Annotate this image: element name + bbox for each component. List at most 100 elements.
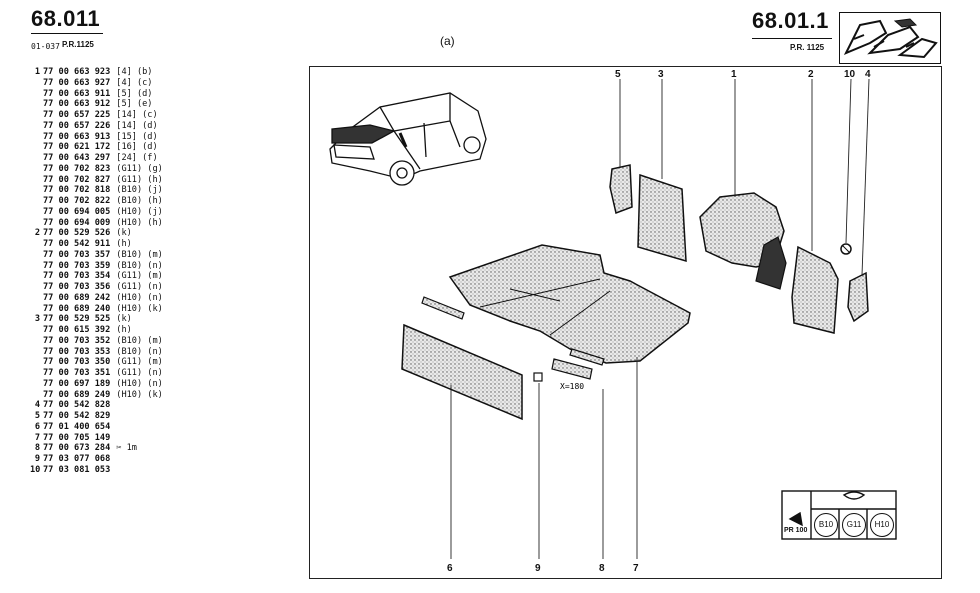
header-ref-right: P.R. 1125 bbox=[790, 43, 825, 52]
callout-9: 9 bbox=[535, 563, 541, 574]
part-number: 9 bbox=[34, 454, 40, 464]
part-code: 77 00 703 356 bbox=[43, 282, 111, 292]
part-number: 4 bbox=[34, 400, 40, 411]
part-attribute: [15] (d) bbox=[116, 131, 158, 142]
part-attribute: [16] (d) bbox=[116, 142, 158, 153]
part-row: 77 00 657 226[14] (d) bbox=[30, 121, 163, 132]
part-attribute: (h) bbox=[116, 239, 132, 249]
part-number: 7 bbox=[34, 432, 40, 443]
part-row: 77 00 702 823(G11) (g) bbox=[30, 164, 163, 175]
callout-5: 5 bbox=[615, 69, 621, 80]
part-row: 77 00 657 225 [14] (c) bbox=[30, 110, 163, 121]
part-code: 77 00 663 923 bbox=[43, 67, 111, 77]
part-code: 77 00 703 359 bbox=[43, 260, 111, 271]
part-code: 77 00 694 009 bbox=[43, 217, 111, 228]
part-row: 77 00 615 392(h) bbox=[30, 325, 163, 336]
part-8-shape bbox=[551, 358, 593, 380]
part-attribute: [24] (f) bbox=[116, 153, 158, 163]
part-row: 77 00 703 352 (B10) (m) bbox=[30, 336, 163, 347]
part-code: 77 03 077 068 bbox=[43, 454, 111, 464]
part-attribute: (G11) (n) bbox=[116, 282, 163, 292]
part-attribute: (H10) (n) bbox=[116, 378, 163, 389]
part-3-shape bbox=[637, 173, 687, 263]
part-row: 77 00 663 927[4] (c) bbox=[30, 78, 163, 89]
part-attribute: (G11) (n) bbox=[116, 368, 163, 378]
part-number: 10 bbox=[30, 464, 41, 475]
part-code: 77 01 400 654 bbox=[43, 421, 111, 432]
part-number: 2 bbox=[34, 228, 40, 239]
part-attribute: (H10) (h) bbox=[116, 217, 163, 228]
part-row: 77 00 663 913[15] (d) bbox=[30, 132, 163, 143]
part-attribute: (H10) (j) bbox=[116, 206, 163, 217]
part-attribute: (H10) (n) bbox=[116, 292, 163, 303]
part-code: 77 00 702 818 bbox=[43, 185, 111, 196]
part-code: 77 00 702 822 bbox=[43, 196, 111, 206]
part-code: 77 00 615 392 bbox=[43, 325, 111, 335]
part-10-clip bbox=[840, 243, 852, 255]
version-b10: B10 bbox=[814, 513, 838, 537]
floor-insulation-thumbnail-icon bbox=[839, 12, 941, 64]
part-row: 77 00 702 827(G11) (h) bbox=[30, 175, 163, 186]
part-5-shape bbox=[609, 164, 633, 215]
part-attribute: (B10) (n) bbox=[116, 260, 163, 271]
part-attribute: (k) bbox=[116, 314, 132, 325]
part-code: 77 00 702 827 bbox=[43, 174, 111, 185]
exploded-diagram: X=180 5 3 1 2 10 bbox=[309, 66, 942, 579]
part-row: 77 00 702 822 (B10) (h) bbox=[30, 196, 163, 207]
part-attribute: ✂ 1m bbox=[116, 443, 137, 454]
part-attribute: (B10) (m) bbox=[116, 249, 163, 260]
part-code: 77 00 703 357 bbox=[43, 249, 111, 260]
part-attribute: (B10) (h) bbox=[116, 196, 163, 206]
part-attribute: (H10) (k) bbox=[116, 303, 163, 314]
part-code: 77 00 703 352 bbox=[43, 335, 111, 346]
part-code: 77 00 542 828 bbox=[43, 400, 111, 411]
part-attribute: (B10) (j) bbox=[116, 185, 163, 196]
part-row: 77 00 703 350(G11) (m) bbox=[30, 357, 163, 368]
part-row: 77 00 703 359 (B10) (n) bbox=[30, 261, 163, 272]
part-attribute: [14] (d) bbox=[116, 120, 158, 131]
callout-2: 2 bbox=[808, 69, 814, 80]
part-code: 77 00 663 927 bbox=[43, 77, 111, 88]
part-attribute: (B10) (m) bbox=[116, 335, 163, 346]
part-code: 77 00 689 249 bbox=[43, 389, 111, 400]
part-code: 77 00 663 911 bbox=[43, 88, 111, 99]
part-code: 77 00 702 823 bbox=[43, 163, 111, 174]
part-code: 77 00 643 297 bbox=[43, 153, 111, 163]
part-row: 77 00 702 818 (B10) (j) bbox=[30, 185, 163, 196]
header-rule-right bbox=[752, 38, 832, 39]
part-2-shape bbox=[791, 245, 839, 334]
version-g11: G11 bbox=[842, 513, 866, 537]
part-row: 77 00 703 357 (B10) (m) bbox=[30, 250, 163, 261]
part-row: 77 00 697 189 (H10) (n) bbox=[30, 379, 163, 390]
part-number: 3 bbox=[34, 314, 40, 325]
floor-panel-shape bbox=[448, 244, 691, 364]
callout-1: 1 bbox=[731, 69, 737, 80]
part-attribute: [14] (c) bbox=[116, 110, 158, 120]
part-code: 77 00 657 225 bbox=[43, 110, 111, 120]
part-code: 77 00 703 353 bbox=[43, 346, 111, 357]
part-row: 77 00 703 356 (G11) (n) bbox=[30, 282, 163, 293]
part-code: 77 00 689 240 bbox=[43, 303, 111, 314]
small-strip-shape bbox=[421, 296, 465, 320]
callout-7: 7 bbox=[633, 563, 639, 574]
part-code: 77 00 697 189 bbox=[43, 378, 111, 389]
part-6-shape bbox=[401, 323, 523, 421]
part-code: 77 00 542 911 bbox=[43, 239, 111, 249]
page-number-right: 68.01.1 bbox=[752, 8, 829, 33]
part-row: 77 00 694 005(H10) (j) bbox=[30, 207, 163, 218]
header-code: 01-037 bbox=[31, 42, 60, 51]
part-code: 77 00 529 526 bbox=[43, 228, 111, 239]
part-attribute: [5] (e) bbox=[116, 99, 153, 110]
callout-10: 10 bbox=[844, 69, 856, 80]
callout-6: 6 bbox=[447, 563, 453, 574]
callout-8: 8 bbox=[599, 563, 605, 574]
header-rule bbox=[31, 33, 103, 34]
